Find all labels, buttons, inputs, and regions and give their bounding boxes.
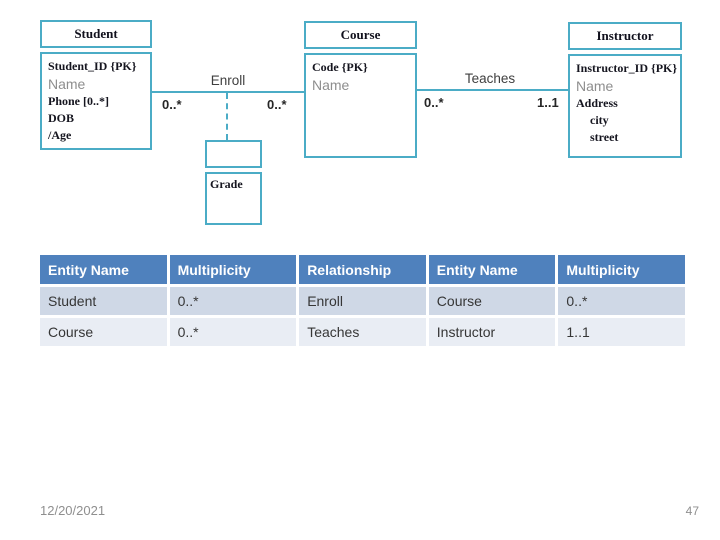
table-cell: Student: [40, 287, 167, 315]
table-header-multiplicity-2: Multiplicity: [558, 255, 685, 284]
entity-instructor-attributes: Instructor_ID {PK} Name Address city str…: [568, 54, 682, 158]
attribute-course-code: Code {PK}: [312, 60, 368, 74]
attribute-student-age: /Age: [48, 128, 72, 142]
multiplicity-teaches-course: 0..*: [424, 95, 444, 110]
footer-date: 12/20/2021: [40, 503, 106, 518]
entity-course-title: Course: [304, 21, 417, 49]
attribute-instructor-street: street: [590, 130, 619, 144]
table-cell: 0..*: [558, 287, 685, 315]
attribute-instructor-address: Address: [576, 96, 618, 110]
table-header-relationship: Relationship: [299, 255, 426, 284]
attribute-grade: Grade: [210, 177, 243, 191]
table-cell: 0..*: [169, 287, 297, 315]
attribute-student-name: Name: [48, 76, 86, 92]
attribute-instructor-name: Name: [576, 78, 614, 94]
attribute-instructor-city: city: [590, 113, 609, 127]
relationship-line-teaches: [417, 89, 568, 91]
association-class-grade-title: [205, 140, 262, 168]
table-cell: 1..1: [558, 318, 685, 346]
attribute-course-name: Name: [312, 77, 350, 93]
table-header-entity-name-1: Entity Name: [40, 255, 167, 284]
relationship-line-enroll: [152, 91, 304, 93]
association-class-grade-attributes: Grade: [205, 172, 262, 225]
table-header-multiplicity-1: Multiplicity: [169, 255, 297, 284]
multiplicity-enroll-course: 0..*: [267, 97, 287, 112]
entity-course-attributes: Code {PK} Name: [304, 53, 417, 158]
entity-instructor: Instructor Instructor_ID {PK} Name Addre…: [568, 22, 682, 158]
entity-student: Student Student_ID {PK} Name Phone [0..*…: [40, 20, 152, 150]
attribute-student-dob: DOB: [48, 111, 75, 125]
relationship-label-enroll: Enroll: [210, 73, 246, 88]
association-dashed-line: [226, 93, 228, 140]
entity-instructor-title: Instructor: [568, 22, 682, 50]
attribute-student-id: Student_ID {PK}: [48, 59, 137, 73]
page-number: 47: [685, 504, 699, 518]
table-cell: Instructor: [428, 318, 556, 346]
relationship-summary-table: Entity Name Multiplicity Relationship En…: [40, 255, 685, 346]
table-cell: Course: [428, 287, 556, 315]
relationship-label-teaches: Teaches: [464, 71, 516, 86]
entity-student-attributes: Student_ID {PK} Name Phone [0..*] DOB /A…: [40, 52, 152, 150]
attribute-student-phone: Phone [0..*]: [48, 94, 109, 108]
entity-course: Course Code {PK} Name: [304, 21, 417, 158]
association-class-grade: Grade: [205, 140, 262, 225]
multiplicity-teaches-instructor: 1..1: [537, 95, 559, 110]
table-cell: Enroll: [299, 287, 426, 315]
entity-student-title: Student: [40, 20, 152, 48]
table-cell: 0..*: [169, 318, 297, 346]
table-header-entity-name-2: Entity Name: [428, 255, 556, 284]
multiplicity-enroll-student: 0..*: [162, 97, 182, 112]
table-cell: Course: [40, 318, 167, 346]
attribute-instructor-id: Instructor_ID {PK}: [576, 61, 678, 75]
table-cell: Teaches: [299, 318, 426, 346]
